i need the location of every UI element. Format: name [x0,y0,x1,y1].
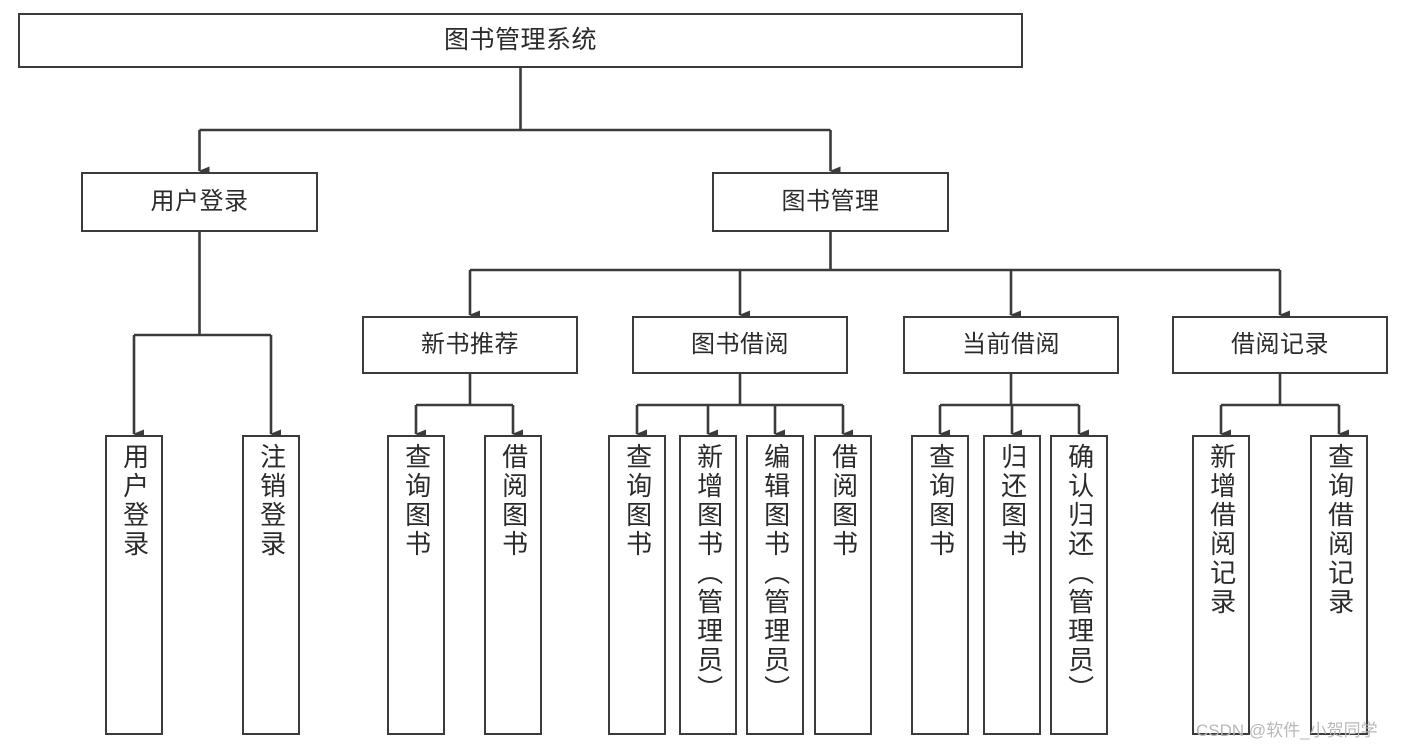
node-leaf-bw-br[interactable]: 借阅图书 [814,435,872,735]
node-label: 确认归还（管理员） [1064,443,1095,704]
node-leaf-nb-q[interactable]: 查询图书 [387,435,445,735]
node-leaf-nb-b[interactable]: 借阅图书 [484,435,542,735]
node-label: 借阅记录 [1231,331,1329,358]
node-newbook[interactable]: 新书推荐 [362,316,578,374]
node-label: 用户登录 [150,188,249,215]
node-label: 借阅图书 [498,443,529,559]
node-label: 新增借阅记录 [1206,443,1237,617]
node-label: 新增图书（管理员） [693,443,724,704]
node-label: 新书推荐 [421,331,519,358]
node-leaf-logout[interactable]: 注销登录 [242,435,300,735]
node-current[interactable]: 当前借阅 [903,316,1119,374]
node-leaf-rc-add[interactable]: 新增借阅记录 [1192,435,1250,735]
node-label: 查询图书 [622,443,653,559]
node-label: 查询借阅记录 [1324,443,1355,617]
node-label: 当前借阅 [962,331,1060,358]
node-leaf-bw-add[interactable]: 新增图书（管理员） [679,435,737,735]
node-bookmgmt[interactable]: 图书管理 [712,172,949,232]
node-leaf-cur-q[interactable]: 查询图书 [911,435,969,735]
node-leaf-rc-q[interactable]: 查询借阅记录 [1310,435,1368,735]
csdn-watermark: CSDN @软件_小贺同学 [1196,721,1378,740]
node-label: 借阅图书 [828,443,859,559]
node-login[interactable]: 用户登录 [81,172,318,232]
node-leaf-bw-q[interactable]: 查询图书 [608,435,666,735]
node-label: 用户登录 [119,443,150,559]
node-records[interactable]: 借阅记录 [1172,316,1388,374]
node-leaf-bw-ed[interactable]: 编辑图书（管理员） [746,435,804,735]
node-leaf-cur-c[interactable]: 确认归还（管理员） [1050,435,1108,735]
node-label: 图书借阅 [691,331,789,358]
node-label: 图书管理 [781,188,880,215]
node-label: 查询图书 [401,443,432,559]
node-label: 查询图书 [925,443,956,559]
node-label: 归还图书 [997,443,1028,559]
node-leaf-login[interactable]: 用户登录 [105,435,163,735]
node-label: 图书管理系统 [443,26,597,54]
node-label: 编辑图书（管理员） [760,443,791,704]
node-leaf-cur-r[interactable]: 归还图书 [983,435,1041,735]
node-borrow[interactable]: 图书借阅 [632,316,848,374]
node-label: 注销登录 [256,443,287,559]
wire-group [132,68,1349,439]
node-root[interactable]: 图书管理系统 [18,13,1023,68]
